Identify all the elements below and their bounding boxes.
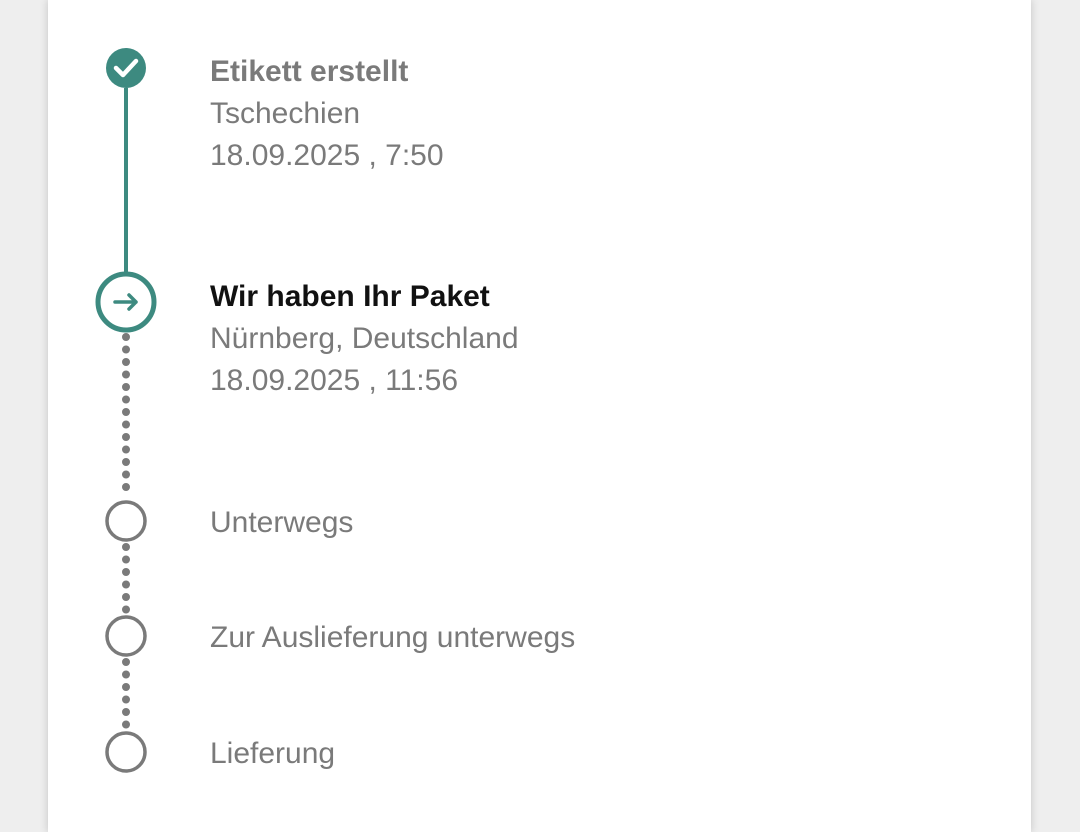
step-title: Unterwegs — [210, 506, 354, 539]
check-icon — [106, 48, 146, 88]
tracking-step-out-for-delivery: Zur Auslieferung unterwegs — [210, 617, 575, 659]
arrow-right-icon — [95, 271, 157, 333]
step-title: Etikett erstellt — [210, 55, 409, 88]
step-datetime: 18.09.2025 , 11:56 — [210, 364, 458, 397]
tracking-step-label-created: Etikett erstellt Tschechien 18.09.2025 ,… — [210, 51, 444, 177]
step-title: Zur Auslieferung unterwegs — [210, 621, 576, 654]
step-title: Lieferung — [210, 737, 336, 770]
empty-circle-icon — [105, 615, 147, 657]
empty-circle-icon — [105, 731, 147, 773]
step-datetime: 18.09.2025 , 7:50 — [210, 139, 444, 172]
timeline-track — [95, 48, 157, 773]
step-location: Nürnberg, Deutschland — [210, 322, 519, 355]
tracking-step-package-received: Wir haben Ihr Paket Nürnberg, Deutschlan… — [210, 276, 519, 402]
tracking-step-delivered: Lieferung — [210, 733, 335, 775]
tracking-card: Etikett erstellt Tschechien 18.09.2025 ,… — [48, 0, 1031, 832]
empty-circle-icon — [105, 500, 147, 542]
tracking-step-in-transit: Unterwegs — [210, 502, 353, 544]
step-title: Wir haben Ihr Paket — [210, 280, 490, 313]
step-location: Tschechien — [210, 97, 361, 130]
